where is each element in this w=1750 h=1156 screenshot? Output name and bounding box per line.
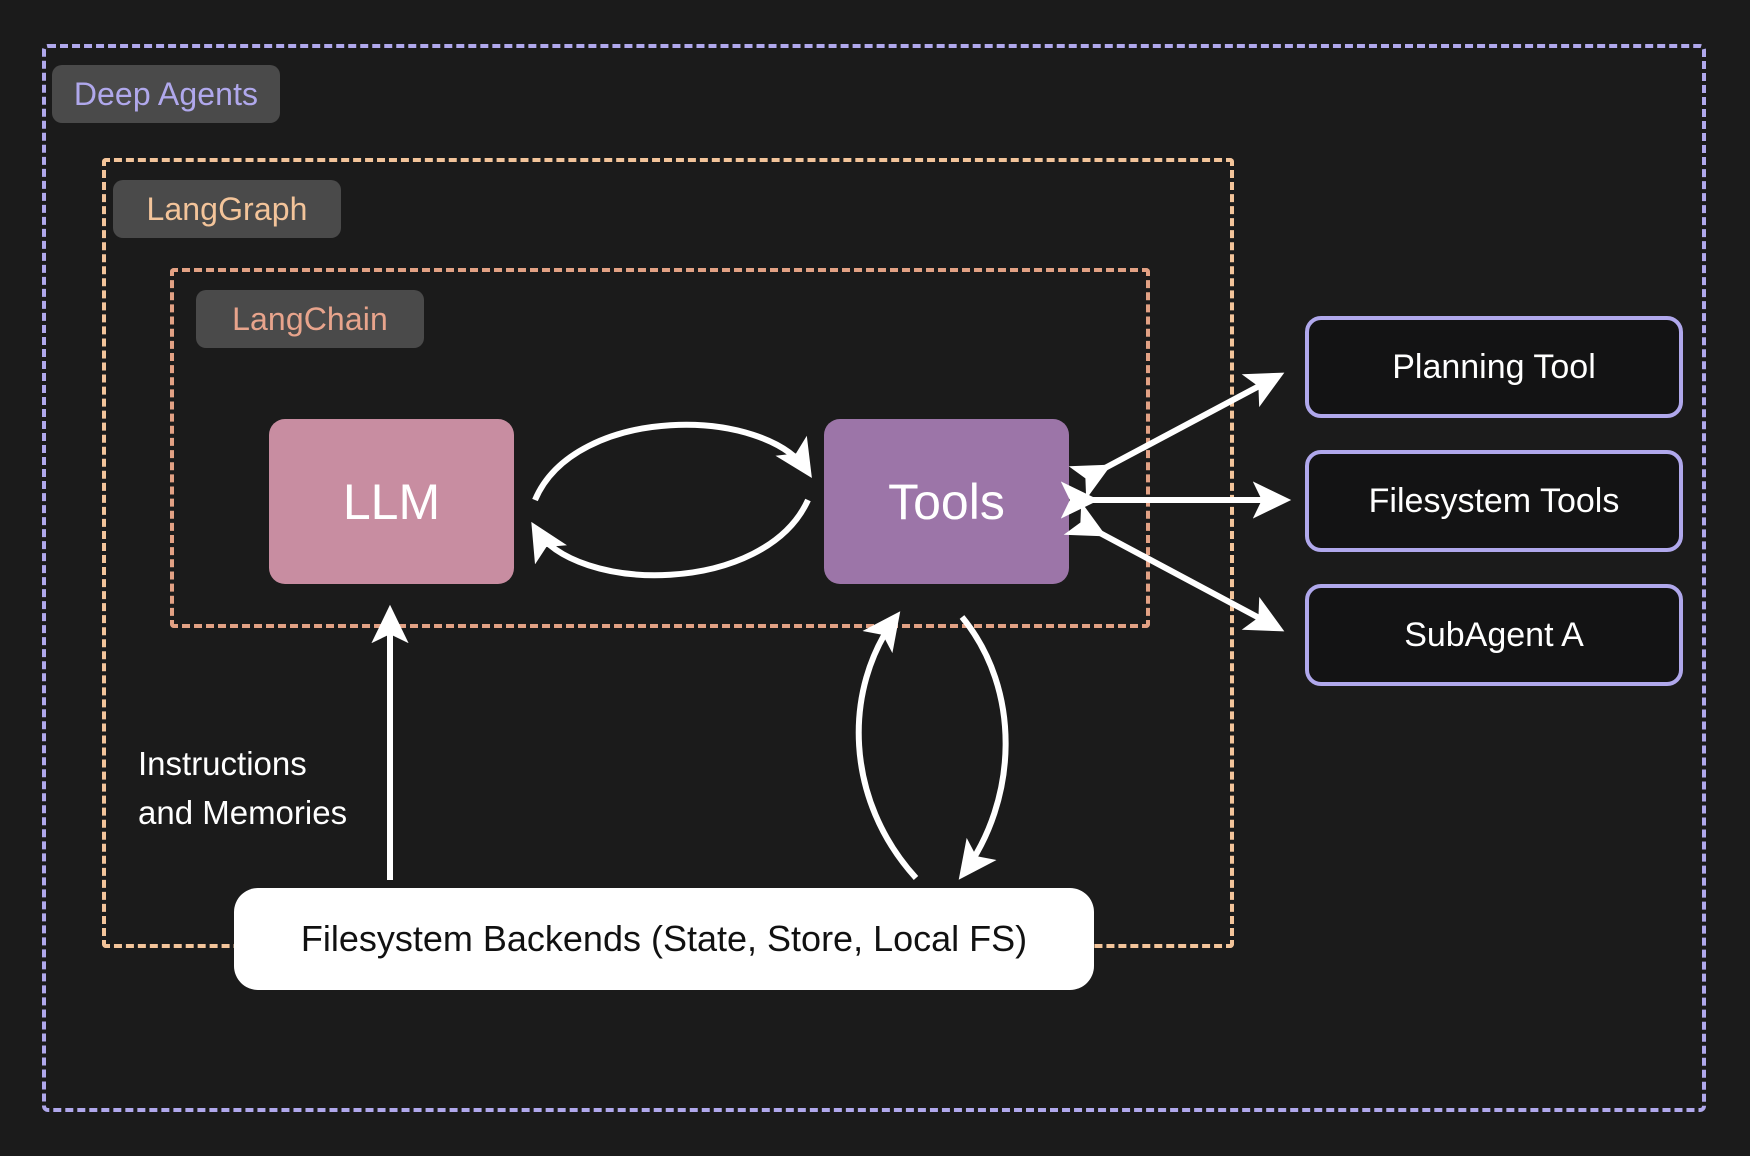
tool-box-subagent-a: SubAgent A <box>1305 584 1683 686</box>
langchain-label: LangChain <box>196 290 424 348</box>
deep-agents-label: Deep Agents <box>52 65 280 123</box>
langgraph-label: LangGraph <box>113 180 341 238</box>
node-tools: Tools <box>824 419 1069 584</box>
tool-box-filesystem-tools: Filesystem Tools <box>1305 450 1683 552</box>
instructions-line-1: Instructions <box>138 745 307 782</box>
filesystem-backends-bar: Filesystem Backends (State, Store, Local… <box>234 888 1094 990</box>
tool-box-planning-tool: Planning Tool <box>1305 316 1683 418</box>
node-llm: LLM <box>269 419 514 584</box>
deep-agents-container <box>42 44 1706 1112</box>
instructions-line-2: and Memories <box>138 793 348 831</box>
instructions-and-memories-label: Instructions and Memories <box>138 740 347 838</box>
